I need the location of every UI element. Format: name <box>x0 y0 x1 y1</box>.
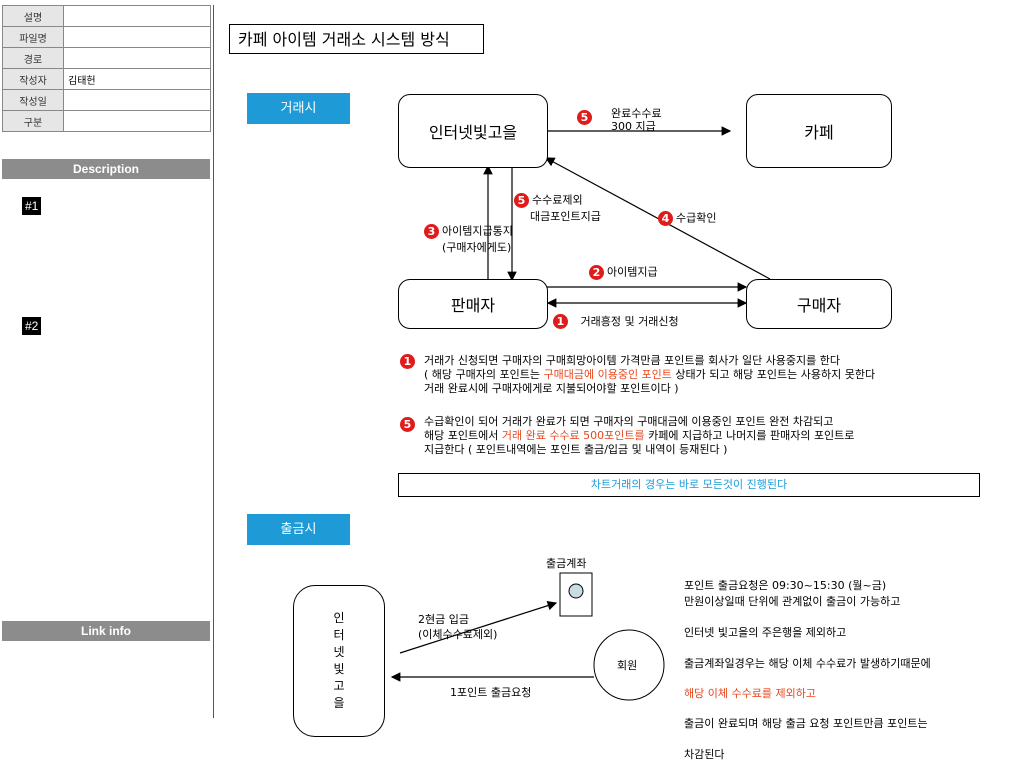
node-cafe: 카페 <box>746 94 892 168</box>
meta-key: 작성자 <box>2 68 64 90</box>
label-deduct-line2: 대금포인트지급 <box>530 210 601 223</box>
step-badge: 5 <box>577 110 592 125</box>
note-1-line3: 거래 완료시에 구매자에게로 지불되어야할 포인트이다 ) <box>424 382 679 395</box>
label-cash-line2: (이체수수료제외) <box>418 628 498 641</box>
chat-trade-note: 차트거래의 경우는 바로 모든것이 진행된다 <box>398 473 980 497</box>
note-5-line2c: 카페에 지급하고 나머지를 판매자의 포인트로 <box>644 429 855 442</box>
label-fee: 5 완료수수료 300 지급 <box>577 107 662 133</box>
label-fee-line2: 300 지급 <box>611 120 656 133</box>
tag-2: #2 <box>22 317 42 335</box>
withdraw-note-4: 출금계좌일경우는 해당 이체 수수료가 발생하기때문에 <box>684 657 931 670</box>
label-request: 1포인트 출금요청 <box>450 686 532 699</box>
label-notify-line2: (구매자에게도) <box>442 241 512 254</box>
label-fee-line1: 완료수수료 <box>611 107 662 120</box>
account-label: 출금계좌 <box>546 557 587 570</box>
step-badge: 3 <box>424 224 439 239</box>
step-badge: 2 <box>589 265 604 280</box>
meta-value <box>63 110 211 132</box>
note-1-line2c: 상태가 되고 해당 포인트는 사용하지 못한다 <box>671 368 876 381</box>
note-5-line2a: 해당 포인트에서 <box>424 429 502 442</box>
meta-key: 구분 <box>2 110 64 132</box>
note-5-line1: 수급확인이 되어 거래가 완료가 되면 구매자의 구매대금에 이용중인 포인트 … <box>424 415 834 428</box>
label-cash-line1: 2현금 입금 <box>418 613 469 626</box>
note-5-line2: 해당 포인트에서 거래 완료 수수료 500포인트를 카페에 지급하고 나머지를… <box>424 429 854 443</box>
step-badge: 4 <box>658 211 673 226</box>
loan-char: 인 <box>333 611 345 625</box>
meta-key: 설명 <box>2 5 64 27</box>
loan-char: 고 <box>333 679 345 693</box>
section-trade: 거래시 <box>247 93 350 124</box>
tag-1: #1 <box>22 197 42 215</box>
section-withdraw: 출금시 <box>247 514 350 545</box>
loan-char: 빛 <box>333 662 345 676</box>
note-5-highlight: 거래 완료 수수료 500포인트를 <box>501 429 645 442</box>
note-1-line2: ( 해당 구매자의 포인트는 구매대금에 이용중인 포인트 상태가 되고 해당 … <box>424 368 875 382</box>
withdraw-note-1: 포인트 출금요청은 09:30~15:30 (월~금) <box>684 579 887 592</box>
withdraw-note-highlight: 해당 이체 수수료를 제외하고 <box>684 687 816 700</box>
node-buyer: 구매자 <box>746 279 892 329</box>
note-1-line1: 거래가 신청되면 구매자의 구매희망아이템 가격만큼 포인트를 회사가 일단 사… <box>424 354 841 367</box>
label-nego: 1 거래흥정 및 거래신청 <box>553 314 679 329</box>
label-give-line1: 아이템지급 <box>607 265 658 279</box>
withdraw-note-7: 차감된다 <box>684 748 725 761</box>
divider <box>213 5 214 718</box>
note-1-highlight: 구매대금에 이용중인 포인트 <box>543 368 672 381</box>
description-header: Description <box>2 159 210 179</box>
withdraw-note-6: 출금이 완료되며 해당 출금 요청 포인트만큼 포인트는 <box>684 717 928 730</box>
withdraw-note-2: 만원이상일때 단위에 관계없이 출금이 가능하고 <box>684 595 901 608</box>
note-1: 1 거래가 신청되면 구매자의 구매희망아이템 가격만큼 포인트를 회사가 일단… <box>400 354 875 396</box>
account-icon <box>568 583 584 599</box>
step-badge: 1 <box>400 354 415 369</box>
loan-char: 을 <box>333 696 345 710</box>
loan-char: 터 <box>333 628 345 642</box>
step-badge: 5 <box>400 417 415 432</box>
label-notify-line1: 아이템지급통지 <box>442 224 513 238</box>
label-cash: 2현금 입금 (이체수수료제외) <box>418 613 497 641</box>
node-loan-vertical: 인 터 넷 빛 고 을 <box>293 585 385 737</box>
arrow-loan-to-account <box>399 600 558 654</box>
link-info-header: Link info <box>2 621 210 641</box>
node-seller: 판매자 <box>398 279 548 329</box>
label-confirm-line1: 수급확인 <box>676 211 717 225</box>
meta-key: 작성일 <box>2 89 64 111</box>
note-5-line3: 지급한다 ( 포인트내역에는 포인트 출금/입금 및 내역이 등재된다 ) <box>424 443 728 456</box>
member-circle <box>593 629 665 701</box>
step-badge: 1 <box>553 314 568 329</box>
label-deduct-line1: 수수료제외 <box>532 193 583 207</box>
withdraw-note-3: 인터넷 빛고을의 주은행을 제외하고 <box>684 626 847 639</box>
note-5: 5 수급확인이 되어 거래가 완료가 되면 구매자의 구매대금에 이용중인 포인… <box>400 415 854 457</box>
step-badge: 5 <box>514 193 529 208</box>
loan-char: 넷 <box>333 645 345 659</box>
note-1-line2a: ( 해당 구매자의 포인트는 <box>424 368 544 381</box>
member-label: 회원 <box>617 659 638 672</box>
label-nego-line1: 거래흥정 및 거래신청 <box>580 314 679 328</box>
node-internet-bitgoeul: 인터넷빛고을 <box>398 94 548 168</box>
page-title: 카페 아이템 거래소 시스템 방식 <box>229 24 484 54</box>
